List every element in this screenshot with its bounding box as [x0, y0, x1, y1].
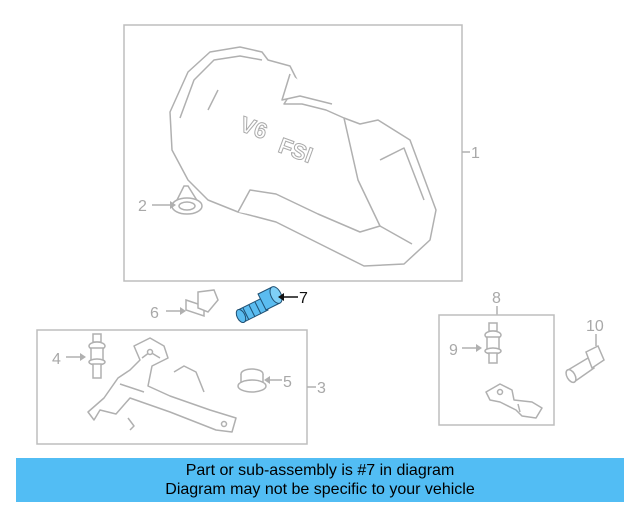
cover-assembly-box: [123, 24, 463, 282]
arrow-2: [170, 201, 176, 209]
bracket-part-8[interactable]: [485, 383, 543, 419]
grommet-part-2[interactable]: [171, 185, 203, 215]
callout-10[interactable]: 10: [586, 318, 604, 335]
info-banner: Part or sub-assembly is #7 in diagram Di…: [16, 458, 624, 502]
engine-cover-part[interactable]: [169, 46, 437, 267]
callout-9[interactable]: 9: [449, 342, 458, 359]
callout-5[interactable]: 5: [283, 374, 292, 391]
arrow-4: [80, 353, 86, 361]
callout-1[interactable]: 1: [471, 145, 480, 162]
callout-8[interactable]: 8: [492, 290, 501, 307]
bracket-part-3[interactable]: [87, 337, 237, 433]
callout-3[interactable]: 3: [317, 380, 326, 397]
banner-line-2: Diagram may not be specific to your vehi…: [165, 481, 475, 498]
callout-7[interactable]: 7: [299, 290, 308, 307]
stud-part-9[interactable]: [484, 322, 502, 364]
nut-part-5[interactable]: [237, 368, 267, 393]
bolt-part-6[interactable]: [185, 289, 219, 318]
parts-diagram: V6 FSI 1 2 6 7 3: [36, 24, 605, 445]
callout-6[interactable]: 6: [150, 305, 159, 322]
mount-assembly-box: [438, 314, 555, 426]
callout-4[interactable]: 4: [52, 351, 61, 368]
arrow-6: [180, 307, 186, 315]
arrow-7: [278, 293, 284, 301]
bolt-part-7-highlighted[interactable]: [234, 285, 284, 324]
callout-2[interactable]: 2: [138, 198, 147, 215]
bolt-part-10[interactable]: [564, 344, 605, 384]
stud-part-4[interactable]: [88, 333, 106, 379]
banner-line-1: Part or sub-assembly is #7 in diagram: [185, 462, 455, 479]
arrow-9: [476, 344, 482, 352]
arrow-5: [264, 376, 270, 384]
